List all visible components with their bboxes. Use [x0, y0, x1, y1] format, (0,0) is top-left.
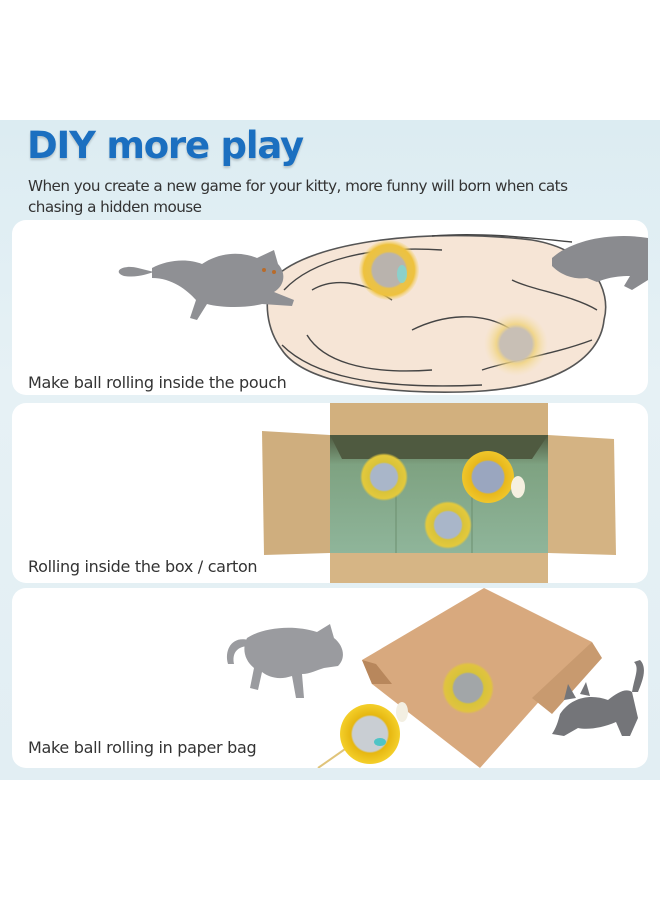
plush-ball-icon: [340, 704, 400, 764]
cardboard-box-icon: [262, 403, 616, 583]
panel-caption: Rolling inside the box / carton: [28, 557, 258, 576]
box-illustration: [262, 403, 616, 583]
panel-caption: Make ball rolling inside the pouch: [28, 373, 287, 392]
bunny-ears-icon: [511, 476, 525, 498]
cat-icon: [552, 236, 648, 290]
plush-ball-icon: [442, 662, 494, 714]
plush-ball-icon: [360, 453, 408, 501]
cat-icon: [118, 250, 294, 320]
plush-ball-icon: [484, 312, 548, 376]
cat-icon: [226, 624, 343, 698]
plush-ball-icon: [359, 240, 419, 300]
panel-box: Rolling inside the box / carton: [12, 403, 648, 583]
panel-pouch: Make ball rolling inside the pouch: [12, 220, 648, 395]
plush-ball-icon: [424, 501, 472, 549]
banner-subtitle: When you create a new game for your kitt…: [28, 177, 568, 216]
banner-title: DIY more play: [27, 124, 304, 167]
plush-ball-icon: [462, 451, 514, 503]
panel-caption: Make ball rolling in paper bag: [28, 738, 257, 757]
diy-play-banner: DIY more play When you create a new game…: [0, 120, 660, 780]
cat-icon: [552, 660, 644, 736]
paper-bag-illustration: [226, 588, 644, 768]
panel-paper-bag: Make ball rolling in paper bag: [12, 588, 648, 768]
pouch-illustration: [118, 233, 648, 393]
bunny-ears-icon: [396, 702, 408, 722]
